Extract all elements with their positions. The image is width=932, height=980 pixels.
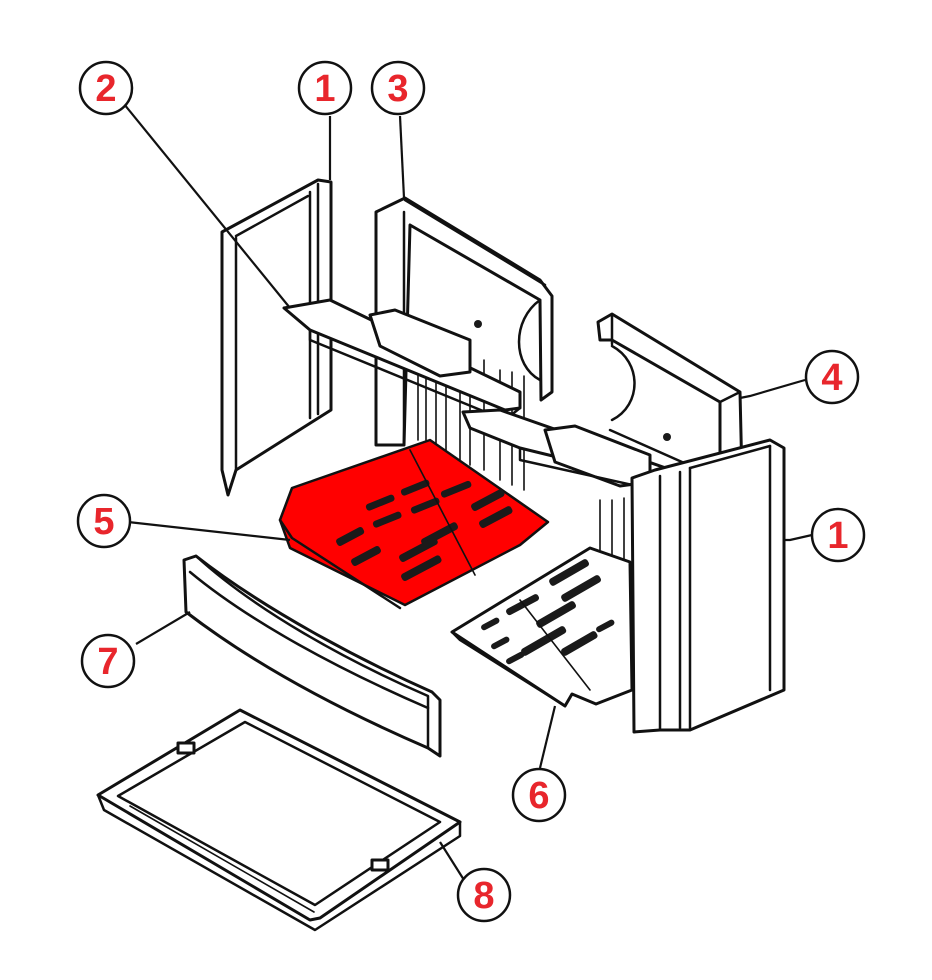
right-grate xyxy=(450,546,634,708)
callout-8: 8 xyxy=(456,867,512,923)
left-side-panel xyxy=(220,178,333,497)
left-grate-highlighted xyxy=(278,438,550,610)
front-log-retainer xyxy=(182,554,442,758)
callout-3-label: 3 xyxy=(387,68,408,110)
callout-1-top-label: 1 xyxy=(314,68,335,110)
callout-1-top: 1 xyxy=(297,60,353,116)
callouts: 2 1 3 4 5 1 7 6 xyxy=(76,60,866,923)
right-side-panel xyxy=(599,438,786,734)
callout-7-label: 7 xyxy=(97,641,118,683)
callout-7: 7 xyxy=(80,633,136,689)
callout-1-right: 1 xyxy=(810,507,866,563)
left-baffle-plate xyxy=(282,298,522,422)
leader-lines xyxy=(123,103,813,881)
callout-1-right-label: 1 xyxy=(827,515,848,557)
callout-2: 2 xyxy=(78,60,134,116)
callout-2-label: 2 xyxy=(95,68,116,110)
callout-3: 3 xyxy=(370,60,426,116)
callout-5: 5 xyxy=(76,493,132,549)
callout-6-label: 6 xyxy=(528,775,549,817)
callout-8-label: 8 xyxy=(473,875,494,917)
ash-pan xyxy=(96,708,462,932)
callout-5-label: 5 xyxy=(93,501,114,543)
callout-4: 4 xyxy=(804,349,860,405)
callout-6: 6 xyxy=(511,767,567,823)
callout-4-label: 4 xyxy=(821,357,842,399)
